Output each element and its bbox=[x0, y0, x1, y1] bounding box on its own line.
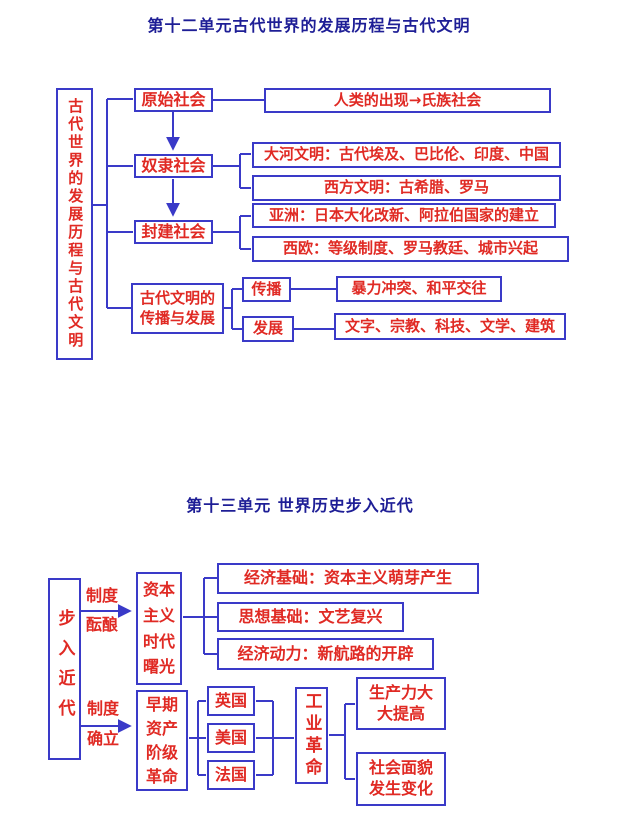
node-industrial-revolution: 工业革命 bbox=[295, 687, 328, 784]
label-system-brewing-line2: 酝酿 bbox=[86, 615, 119, 634]
node-entering-modern-root: 步入近代 bbox=[48, 578, 81, 760]
node-river-civilizations: 大河文明：古代埃及、巴比伦、印度、中国 bbox=[252, 142, 561, 168]
node-ideological-foundation: 思想基础：文艺复兴 bbox=[217, 602, 404, 632]
node-civilization-spread-development: 古代文明的传播与发展 bbox=[131, 283, 224, 334]
node-western-civilization: 西方文明：古希腊、罗马 bbox=[252, 175, 561, 201]
node-usa: 美国 bbox=[207, 723, 255, 753]
node-spread-forms: 暴力冲突、和平交往 bbox=[336, 276, 502, 302]
label-system-brewing-line1: 制度 bbox=[86, 586, 119, 605]
node-early-bourgeois-revolution: 早期资产阶级革命 bbox=[136, 690, 188, 791]
node-slave-society: 奴隶社会 bbox=[134, 154, 213, 178]
node-asia-feudal: 亚洲：日本大化改新、阿拉伯国家的建立 bbox=[252, 203, 556, 228]
node-economic-foundation: 经济基础：资本主义萌芽产生 bbox=[217, 563, 479, 594]
node-primitive-society: 原始社会 bbox=[134, 88, 213, 112]
node-social-change: 社会面貌发生变化 bbox=[356, 752, 446, 806]
label-system-establish-line2: 确立 bbox=[87, 729, 120, 748]
node-spread: 传播 bbox=[242, 277, 291, 302]
node-capitalist-era-dawn: 资本主义时代曙光 bbox=[136, 572, 182, 685]
node-feudal-society: 封建社会 bbox=[134, 220, 213, 244]
unit12-title: 第十二单元古代世界的发展历程与古代文明 bbox=[147, 16, 471, 35]
node-economic-power: 经济动力：新航路的开辟 bbox=[217, 638, 434, 670]
unit13-title: 第十三单元 世界历史步入近代 bbox=[186, 496, 414, 515]
node-development-achievements: 文字、宗教、科技、文学、建筑 bbox=[334, 313, 566, 340]
node-western-europe-feudal: 西欧：等级制度、罗马教廷、城市兴起 bbox=[252, 236, 569, 262]
node-development: 发展 bbox=[242, 316, 294, 342]
node-france: 法国 bbox=[207, 760, 255, 790]
node-human-emergence: 人类的出现→氏族社会 bbox=[264, 88, 551, 113]
node-ancient-world-root: 古代世界的发展历程与古代文明 bbox=[56, 88, 93, 360]
label-system-establish-line1: 制度 bbox=[87, 699, 120, 718]
node-britain: 英国 bbox=[207, 686, 255, 716]
node-productivity-increase: 生产力大大提高 bbox=[356, 677, 446, 730]
